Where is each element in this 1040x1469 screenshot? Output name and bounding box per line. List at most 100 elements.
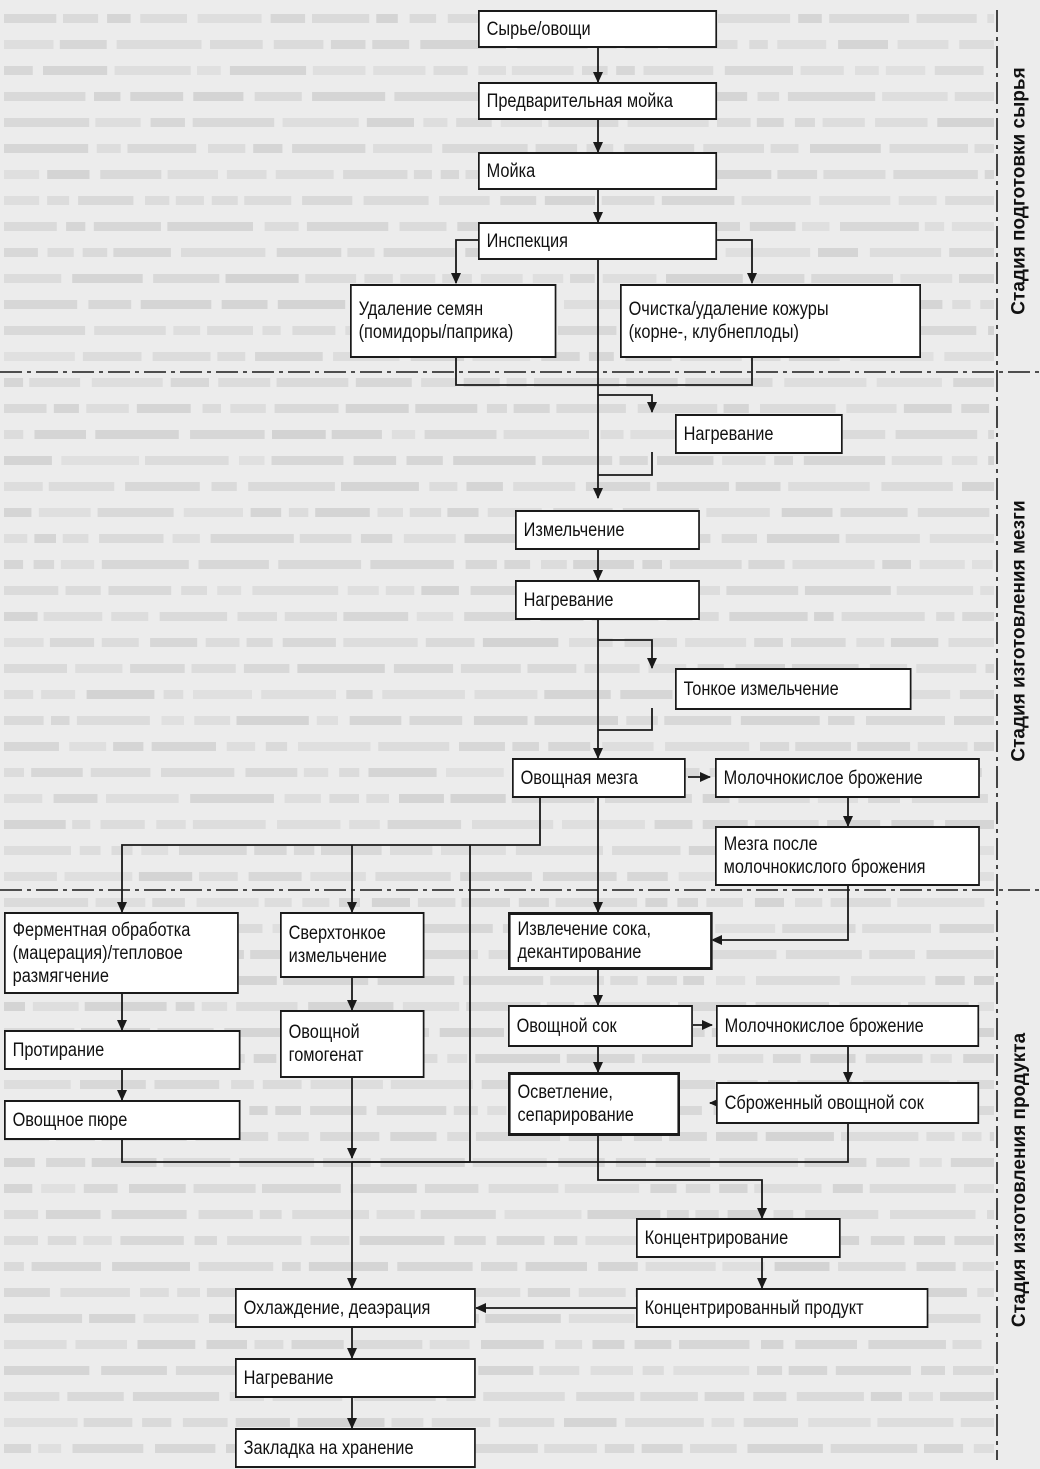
background-text-word bbox=[949, 248, 994, 257]
background-text-word bbox=[851, 976, 926, 985]
background-text-word bbox=[548, 742, 591, 751]
background-text-word bbox=[111, 612, 149, 621]
background-text-word bbox=[4, 664, 67, 673]
background-text-word bbox=[47, 170, 90, 179]
background-text-word bbox=[791, 638, 846, 647]
background-text-word bbox=[974, 144, 994, 153]
background-text-word bbox=[784, 378, 867, 387]
background-text-word bbox=[503, 430, 589, 439]
background-text-word bbox=[527, 664, 577, 673]
background-text-word bbox=[661, 196, 735, 205]
background-text-word bbox=[161, 716, 184, 725]
background-text-word bbox=[274, 404, 339, 413]
background-text-word bbox=[352, 1340, 423, 1349]
background-text-word bbox=[719, 1184, 748, 1193]
background-text-word bbox=[211, 482, 237, 491]
background-text-word bbox=[643, 66, 714, 75]
background-text-word bbox=[456, 118, 492, 127]
background-text-word bbox=[315, 508, 370, 517]
background-text-word bbox=[555, 1340, 583, 1349]
background-text-word bbox=[868, 794, 900, 803]
background-text-word bbox=[43, 612, 103, 621]
background-text-word bbox=[989, 1132, 994, 1141]
background-text-word bbox=[4, 508, 32, 517]
background-text-word bbox=[88, 300, 132, 309]
background-text-word bbox=[754, 820, 819, 829]
background-text-word bbox=[917, 508, 990, 517]
background-text-word bbox=[466, 482, 503, 491]
stage-preparation-text: Стадия подготовки сырья bbox=[1009, 67, 1030, 315]
background-text-word bbox=[179, 846, 247, 855]
background-text-word bbox=[988, 456, 994, 465]
box-lactic-fermentation-1: Молочнокислое брожение bbox=[715, 758, 980, 798]
background-text-word bbox=[363, 196, 429, 205]
background-text-word bbox=[173, 326, 201, 335]
background-text-word bbox=[627, 118, 709, 127]
background-text-word bbox=[924, 222, 945, 231]
background-text-word bbox=[4, 1444, 32, 1453]
background-text-word bbox=[346, 690, 373, 699]
background-text-word bbox=[664, 1080, 716, 1089]
background-text-word bbox=[34, 534, 56, 543]
background-text-word bbox=[945, 196, 994, 205]
background-text-word bbox=[447, 1132, 469, 1141]
background-text-word bbox=[882, 92, 948, 101]
background-text-word bbox=[774, 456, 793, 465]
background-text-word bbox=[446, 768, 504, 777]
background-text-word bbox=[371, 898, 410, 907]
background-text-word bbox=[345, 404, 409, 413]
background-text-word bbox=[409, 508, 442, 517]
background-text-word bbox=[876, 1158, 910, 1167]
background-text-word bbox=[918, 1314, 981, 1323]
background-text-word bbox=[378, 742, 450, 751]
box-ultrafine-grinding: Сверхтонкое измельчение bbox=[280, 912, 425, 978]
background-text-word bbox=[101, 638, 139, 647]
background-text-word bbox=[973, 1444, 994, 1453]
background-text-word bbox=[453, 1288, 521, 1297]
background-text-word bbox=[249, 1106, 268, 1115]
background-text-word bbox=[217, 352, 246, 361]
background-text-word bbox=[194, 716, 231, 725]
background-text-word bbox=[390, 1132, 437, 1141]
background-text-word bbox=[96, 144, 121, 153]
background-text-word bbox=[94, 92, 121, 101]
background-text-word bbox=[459, 742, 505, 751]
fine-return bbox=[598, 708, 653, 731]
background-text-word bbox=[62, 534, 89, 543]
background-text-word bbox=[627, 872, 668, 881]
background-text-word bbox=[773, 1210, 794, 1219]
background-text-word bbox=[331, 430, 382, 439]
background-text-word bbox=[116, 40, 202, 49]
background-text-word bbox=[65, 586, 101, 595]
background-text-word bbox=[756, 976, 840, 985]
background-text-word bbox=[4, 352, 75, 361]
box-peeling: Очистка/удаление кожуры (корне-, клубнеп… bbox=[620, 284, 921, 358]
background-text-word bbox=[818, 248, 858, 257]
background-text-word bbox=[347, 248, 375, 257]
background-text-word bbox=[61, 456, 139, 465]
background-text-word bbox=[602, 274, 657, 283]
background-text-word bbox=[383, 248, 455, 257]
background-text-word bbox=[254, 846, 287, 855]
background-text-word bbox=[114, 66, 191, 75]
background-text-word bbox=[616, 66, 635, 75]
background-text-word bbox=[409, 716, 463, 725]
background-text-word bbox=[83, 1418, 133, 1427]
background-text-word bbox=[262, 326, 281, 335]
background-text-word bbox=[447, 14, 479, 23]
background-text-word bbox=[743, 1418, 798, 1427]
background-text-word bbox=[38, 1444, 62, 1453]
background-text-word bbox=[814, 612, 834, 621]
background-text-word bbox=[47, 248, 74, 257]
box-vegetable-puree: Овощное пюре bbox=[4, 1100, 241, 1140]
background-text-word bbox=[151, 742, 216, 751]
background-text-word bbox=[129, 1184, 186, 1193]
background-text-word bbox=[963, 1054, 994, 1063]
background-text-word bbox=[665, 742, 750, 751]
background-text-word bbox=[721, 534, 757, 543]
background-text-word bbox=[657, 456, 714, 465]
background-text-word bbox=[264, 898, 292, 907]
background-text-word bbox=[600, 430, 624, 439]
background-text-word bbox=[141, 846, 169, 855]
background-text-word bbox=[120, 1236, 184, 1245]
